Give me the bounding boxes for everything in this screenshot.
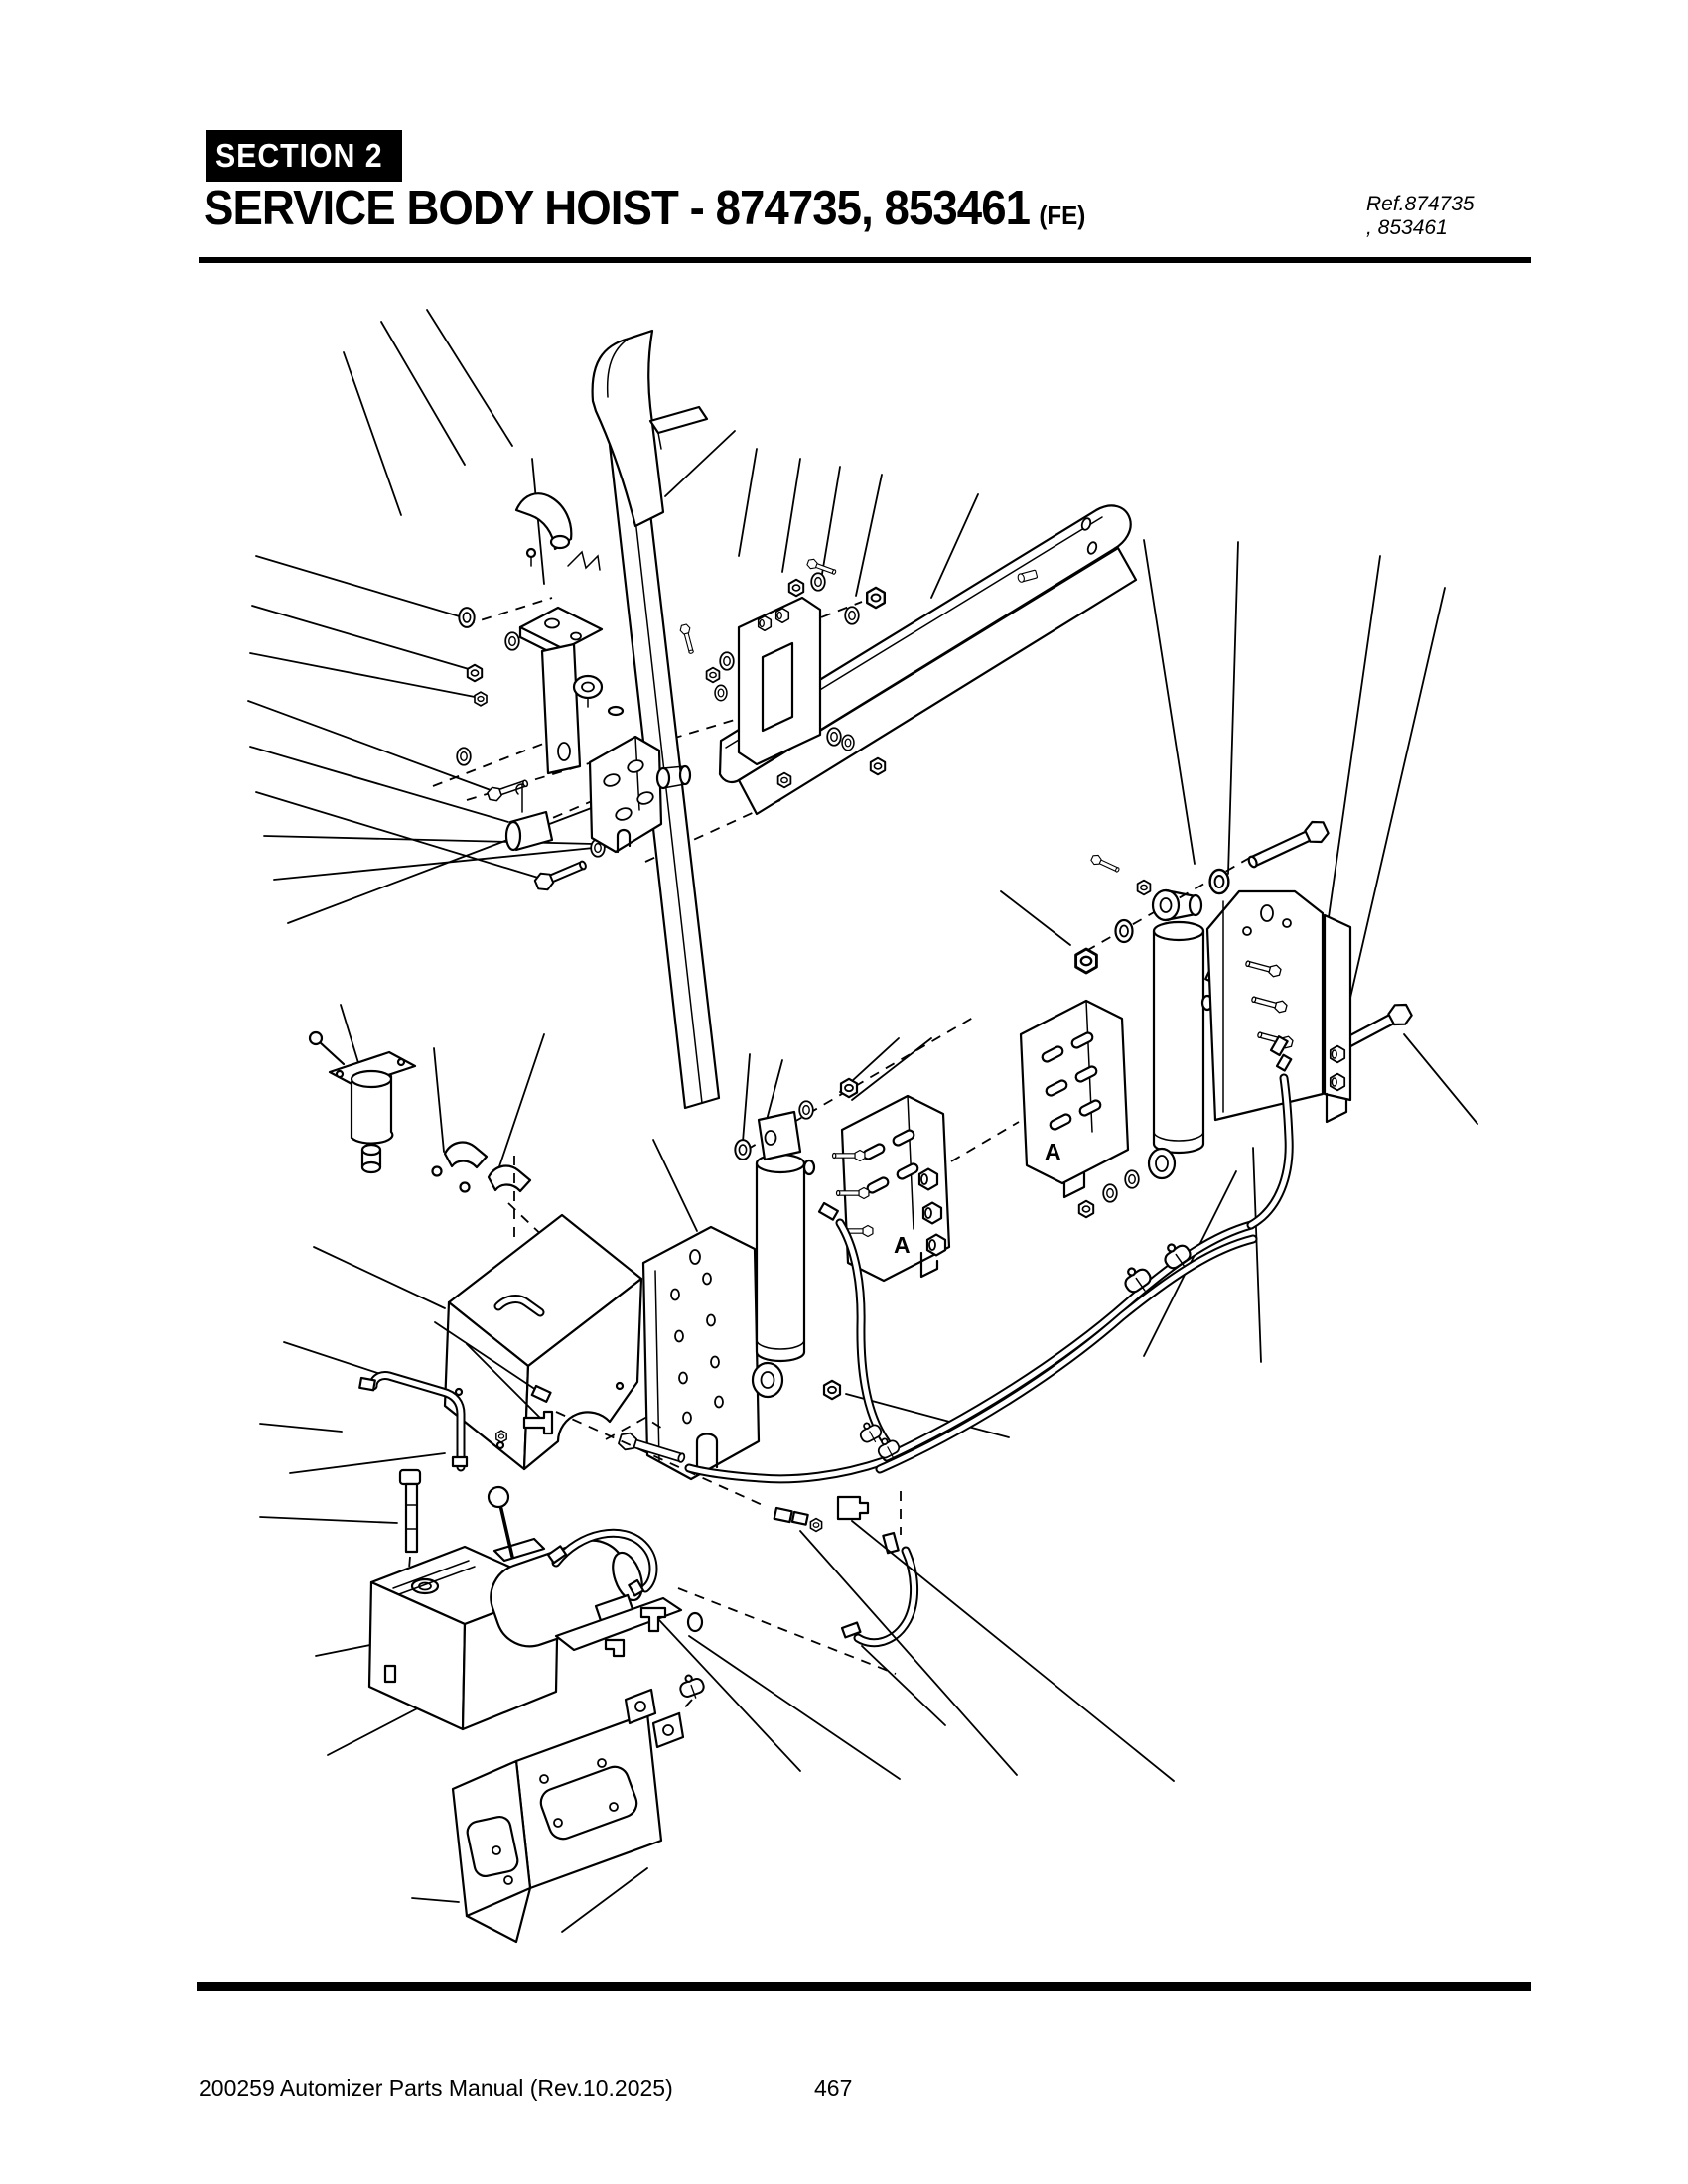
reference-line2: , 853461: [1366, 215, 1448, 239]
left-cylinder-assembly: A: [308, 1004, 1020, 1481]
right-cylinder-assembly: A: [1000, 816, 1416, 1219]
reference-line1: Ref.874735: [1366, 193, 1475, 215]
pump-tank-assembly: [259, 1321, 1175, 1782]
section-badge: SECTION 2: [206, 130, 402, 182]
reference-block: Ref.874735 , 853461: [1366, 193, 1475, 239]
upper-assembly: [247, 309, 1478, 1125]
page-title: SERVICE BODY HOIST - 874735, 853461 (FE): [204, 181, 1085, 236]
footer-manual-title: 200259 Automizer Parts Manual (Rev.10.20…: [199, 2075, 673, 2101]
title-text: SERVICE BODY HOIST - 874735, 853461: [204, 182, 1031, 235]
title-suffix: (FE): [1039, 201, 1086, 230]
header-rule: [199, 257, 1531, 263]
hose-assembly: [555, 1073, 1294, 1726]
footer-page-number: 467: [814, 2075, 853, 2101]
section-label: SECTION 2: [215, 137, 383, 174]
view-label-a2: A: [894, 1232, 911, 1258]
footer-rule: [197, 1982, 1531, 1991]
mounting-channel: [411, 1688, 685, 1944]
view-label-a1: A: [1045, 1139, 1061, 1164]
